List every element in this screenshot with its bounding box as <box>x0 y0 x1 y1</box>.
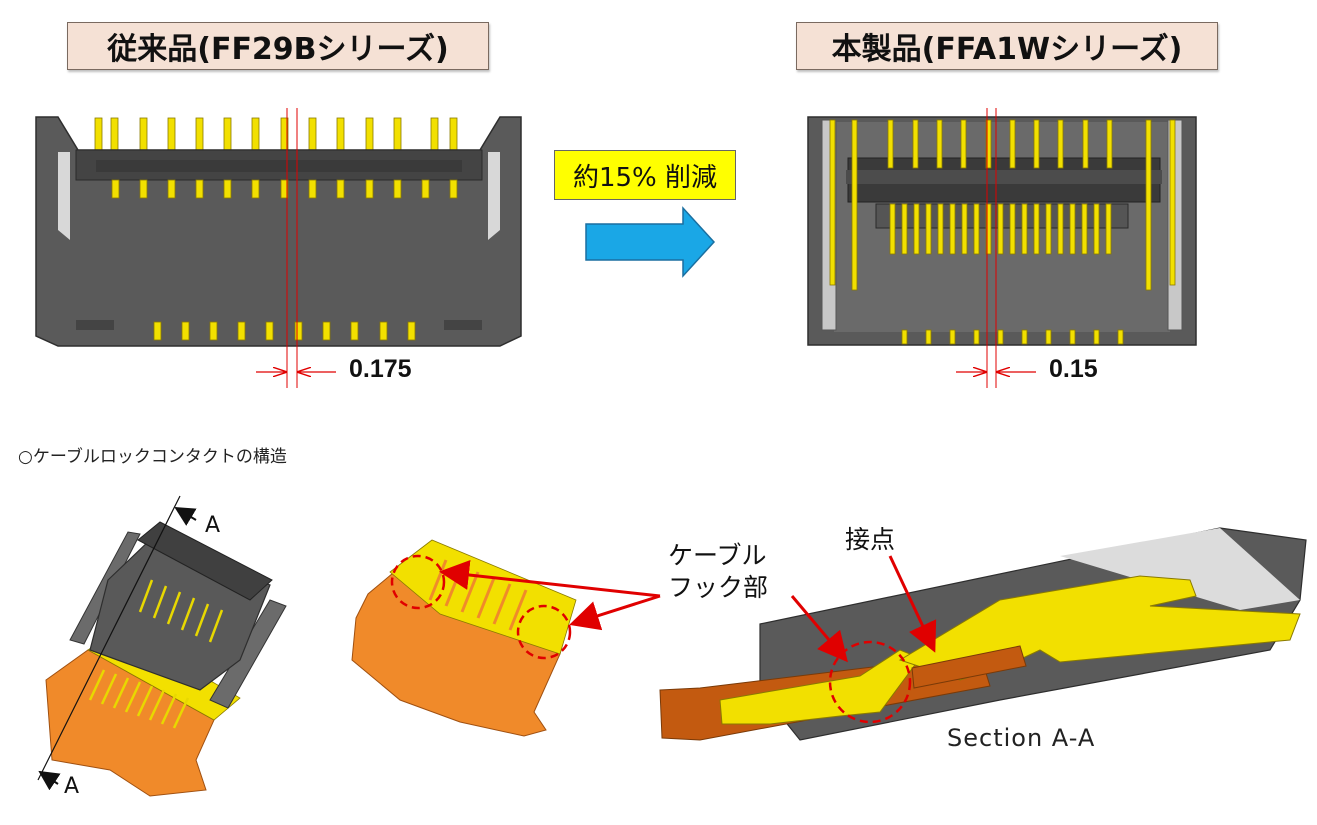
section-aa-label: Section A-A <box>947 724 1096 752</box>
leader-arrows <box>439 555 937 663</box>
new-product-connector-drawing <box>807 108 1197 388</box>
section-mark-bottom: A <box>64 774 80 799</box>
new-product-title-text: 本製品(FFA1Wシリーズ) <box>831 32 1183 67</box>
new-product-pitch-dimension: 0.15 <box>1049 355 1098 383</box>
reduction-label: 約15% 削減 <box>572 162 718 193</box>
section-heading: ○ケーブルロックコンタクトの構造 <box>18 447 287 467</box>
cable-hook-label-line2: フック部 <box>668 573 769 602</box>
conventional-connector-drawing <box>35 108 522 388</box>
new-product-title: 本製品(FFA1Wシリーズ) <box>796 22 1218 70</box>
cable-hook-label-line1: ケーブル <box>668 541 767 570</box>
contact-callout: 接点 <box>845 525 896 554</box>
conventional-title-text: 従来品(FF29Bシリーズ) <box>107 32 449 67</box>
conventional-title: 従来品(FF29Bシリーズ) <box>67 22 489 70</box>
iso-connector-drawing <box>37 495 287 797</box>
section-mark-top: A <box>205 513 221 538</box>
cable-hook-callout: ケーブル フック部 <box>668 540 768 604</box>
reduction-badge: 約15% 削減 <box>554 150 736 200</box>
cable-end-drawing <box>351 539 577 737</box>
conventional-pitch-dimension: 0.175 <box>349 355 412 383</box>
reduction-arrow <box>585 206 716 278</box>
section-aa-drawing <box>659 527 1307 741</box>
